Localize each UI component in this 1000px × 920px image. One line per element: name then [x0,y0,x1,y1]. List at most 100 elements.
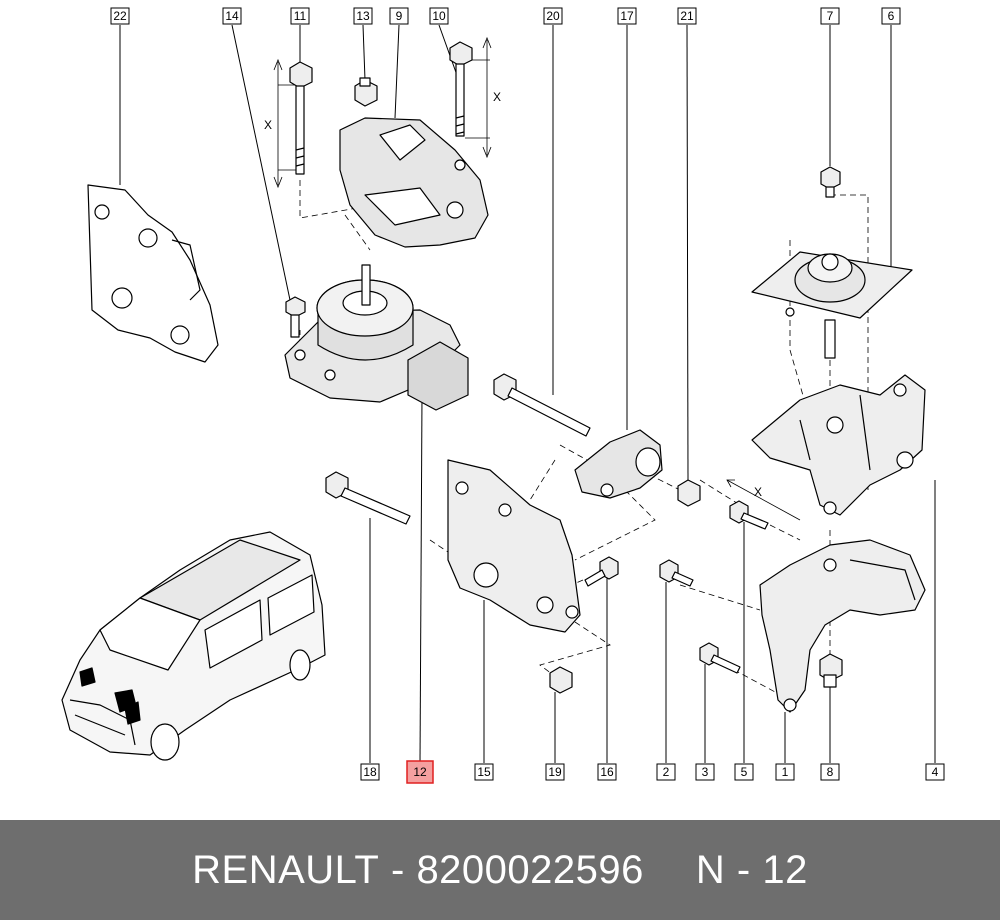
callout-label-15: 15 [477,765,491,779]
callout-label-11: 11 [294,9,307,23]
footer-bar: RENAULT - 8200022596 N - 12 [0,820,1000,920]
callout-2: 2 [656,763,676,781]
dimension-x-right: X [493,90,501,104]
exploded-parts-diagram: X X X [61,7,945,784]
footer-brand: RENAULT [192,847,380,892]
callout-3: 3 [695,763,715,781]
callout-20: 20 [543,7,563,25]
callout-box-6 [881,7,901,25]
callout-label-16: 16 [600,765,614,779]
part-13-nut [354,77,378,107]
callout-10: 10 [429,7,449,25]
part-10-bolt [449,41,473,137]
callout-label-13: 13 [356,9,370,23]
callout-box-9 [389,7,409,25]
dimension-x-left: X [264,118,272,132]
callout-label-12: 12 [413,765,427,779]
leader-line-14 [231,24,291,301]
callout-box-14 [222,7,242,25]
callout-box-2 [656,763,676,781]
part-22-bracket [87,184,219,363]
callout-box-8 [820,763,840,781]
callout-box-19 [545,763,565,781]
callout-label-2: 2 [663,765,670,779]
part-20-bolt [493,373,591,437]
callout-label-10: 10 [432,9,446,23]
callout-label-6: 6 [888,9,895,23]
part-8-nut [819,653,843,688]
callout-box-18 [360,763,380,781]
callout-label-19: 19 [548,765,562,779]
van-illustration [61,531,326,761]
callout-label-18: 18 [363,765,377,779]
callout-box-21 [677,7,697,25]
callout-label-1: 1 [782,765,789,779]
callout-18: 18 [360,763,380,781]
part-14-bolt [285,296,306,338]
callout-box-7 [820,7,840,25]
part-1-bracket [759,539,926,713]
callout-label-5: 5 [741,765,748,779]
callout-box-16 [597,763,617,781]
footer-part-number: 8200022596 [416,847,644,892]
callout-label-9: 9 [396,9,403,23]
callout-14: 14 [222,7,242,25]
callout-9: 9 [389,7,409,25]
dimension-x-markers [273,36,801,521]
callout-box-1 [775,763,795,781]
part-19-nut [549,666,573,694]
footer-ref-number: 12 [762,847,808,892]
part-21-nut [677,479,701,507]
part-16-bolt [584,556,619,587]
leader-lines [119,24,936,764]
callout-box-3 [695,763,715,781]
callout-22: 22 [110,7,130,25]
leader-line-13 [362,24,366,81]
leader-line-21 [686,24,689,481]
callout-box-20 [543,7,563,25]
part-4-bracket [751,374,926,516]
footer-ref-prefix: N [695,847,726,892]
callout-4: 4 [925,763,945,781]
callout-label-14: 14 [225,9,239,23]
callout-8: 8 [820,763,840,781]
part-9-mount-cover [339,117,489,248]
callout-16: 16 [597,763,617,781]
callout-box-13 [353,7,373,25]
callout-box-11 [290,7,310,25]
callout-box-4 [925,763,945,781]
part-2-bolt [659,559,694,587]
callout-label-22: 22 [113,9,127,23]
callout-box-10 [429,7,449,25]
callout-21: 21 [677,7,697,25]
part-6-mount [751,251,913,359]
callout-box-17 [617,7,637,25]
part-3-bolt [699,642,741,674]
part-12-engine-mount [284,264,469,411]
callout-1: 1 [775,763,795,781]
part-15-bracket [447,459,581,633]
leader-line-12 [419,394,423,764]
footer-ref-separator: - [736,847,751,892]
leader-line-9 [394,24,400,119]
part-5-bolt [729,500,769,530]
callout-15: 15 [474,763,494,781]
callout-11: 11 [290,7,310,25]
leader-line-10 [438,24,459,79]
callout-12: 12 [406,760,434,784]
callout-box-15 [474,763,494,781]
footer-separator: - [390,847,405,892]
part-17-torque-rod [574,429,663,499]
part-18-bolt [325,471,411,525]
callout-label-8: 8 [827,765,834,779]
callout-label-17: 17 [620,9,634,23]
callout-label-4: 4 [932,765,939,779]
part-11-bolt [289,61,313,175]
callout-19: 19 [545,763,565,781]
callout-label-20: 20 [546,9,560,23]
callout-label-3: 3 [702,765,709,779]
callout-box-12 [406,760,434,784]
callout-box-5 [734,763,754,781]
part-7-bolt [820,166,841,198]
